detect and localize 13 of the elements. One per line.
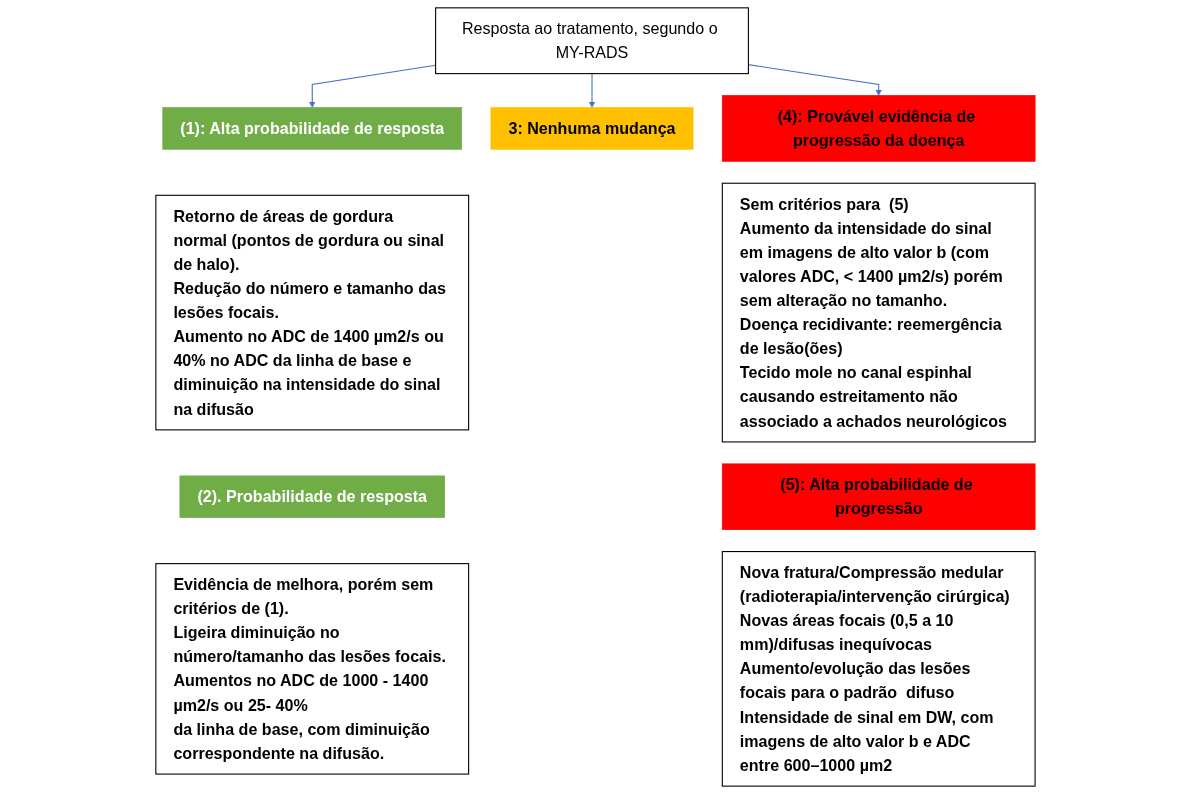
node-box: Evidência de melhora, porém sem critérios de (1). Ligeira diminuição no número/tamanho das lesões focais. Aumentos no ADC de 1000 - 1400 µm2/s ou 25- 40% da linha de base, com diminuição correspondente na difusão.: [154, 563, 469, 775]
node-box: (2). Probabilidade de resposta: [179, 475, 445, 518]
node-box: 3: Nenhuma mudança: [490, 107, 693, 150]
arrow: [308, 64, 436, 108]
node-box: Sem critérios para (5) Aumento da intensidade do sinal em imagens de alto valor b (com valores ADC, < 1400 µm2/s) porém sem alteração no tamanho. Doença recidivante: reemergência de lesão(ões) Tecido mole no canal espinhal causando estreitamento não associado a achados neurológicos: [721, 182, 1036, 443]
node-box: (5): Alta probabilidade de progressão: [721, 463, 1035, 530]
node-box: (1): Alta probabilidade de resposta: [161, 107, 462, 150]
arrow: [588, 73, 595, 108]
node-box: Nova fratura/Compressão medular (radioterapia/intervenção cirúrgica) Novas áreas focais (0,5 a 10 mm)/difusas inequívocas Aumento/evolução das lesões focais para o padrão difuso Intensidade de sinal em DW, com imagens de alto valor b e ADC entre 600–1000 µm2: [721, 551, 1036, 787]
node-box: Retorno de áreas de gordura normal (pontos de gordura ou sinal de halo). Redução do número e tamanho das lesões focais. Aumento no ADC de 1400 µm2/s ou 40% no ADC da linha de base e diminuição na intensidade do sinal na difusão: [154, 194, 469, 431]
node-box: Resposta ao tratamento, segundo o MY-RADS: [434, 7, 749, 75]
arrow: [747, 64, 882, 96]
node-box: (4): Provável evidência de progressão da doença: [721, 95, 1035, 162]
